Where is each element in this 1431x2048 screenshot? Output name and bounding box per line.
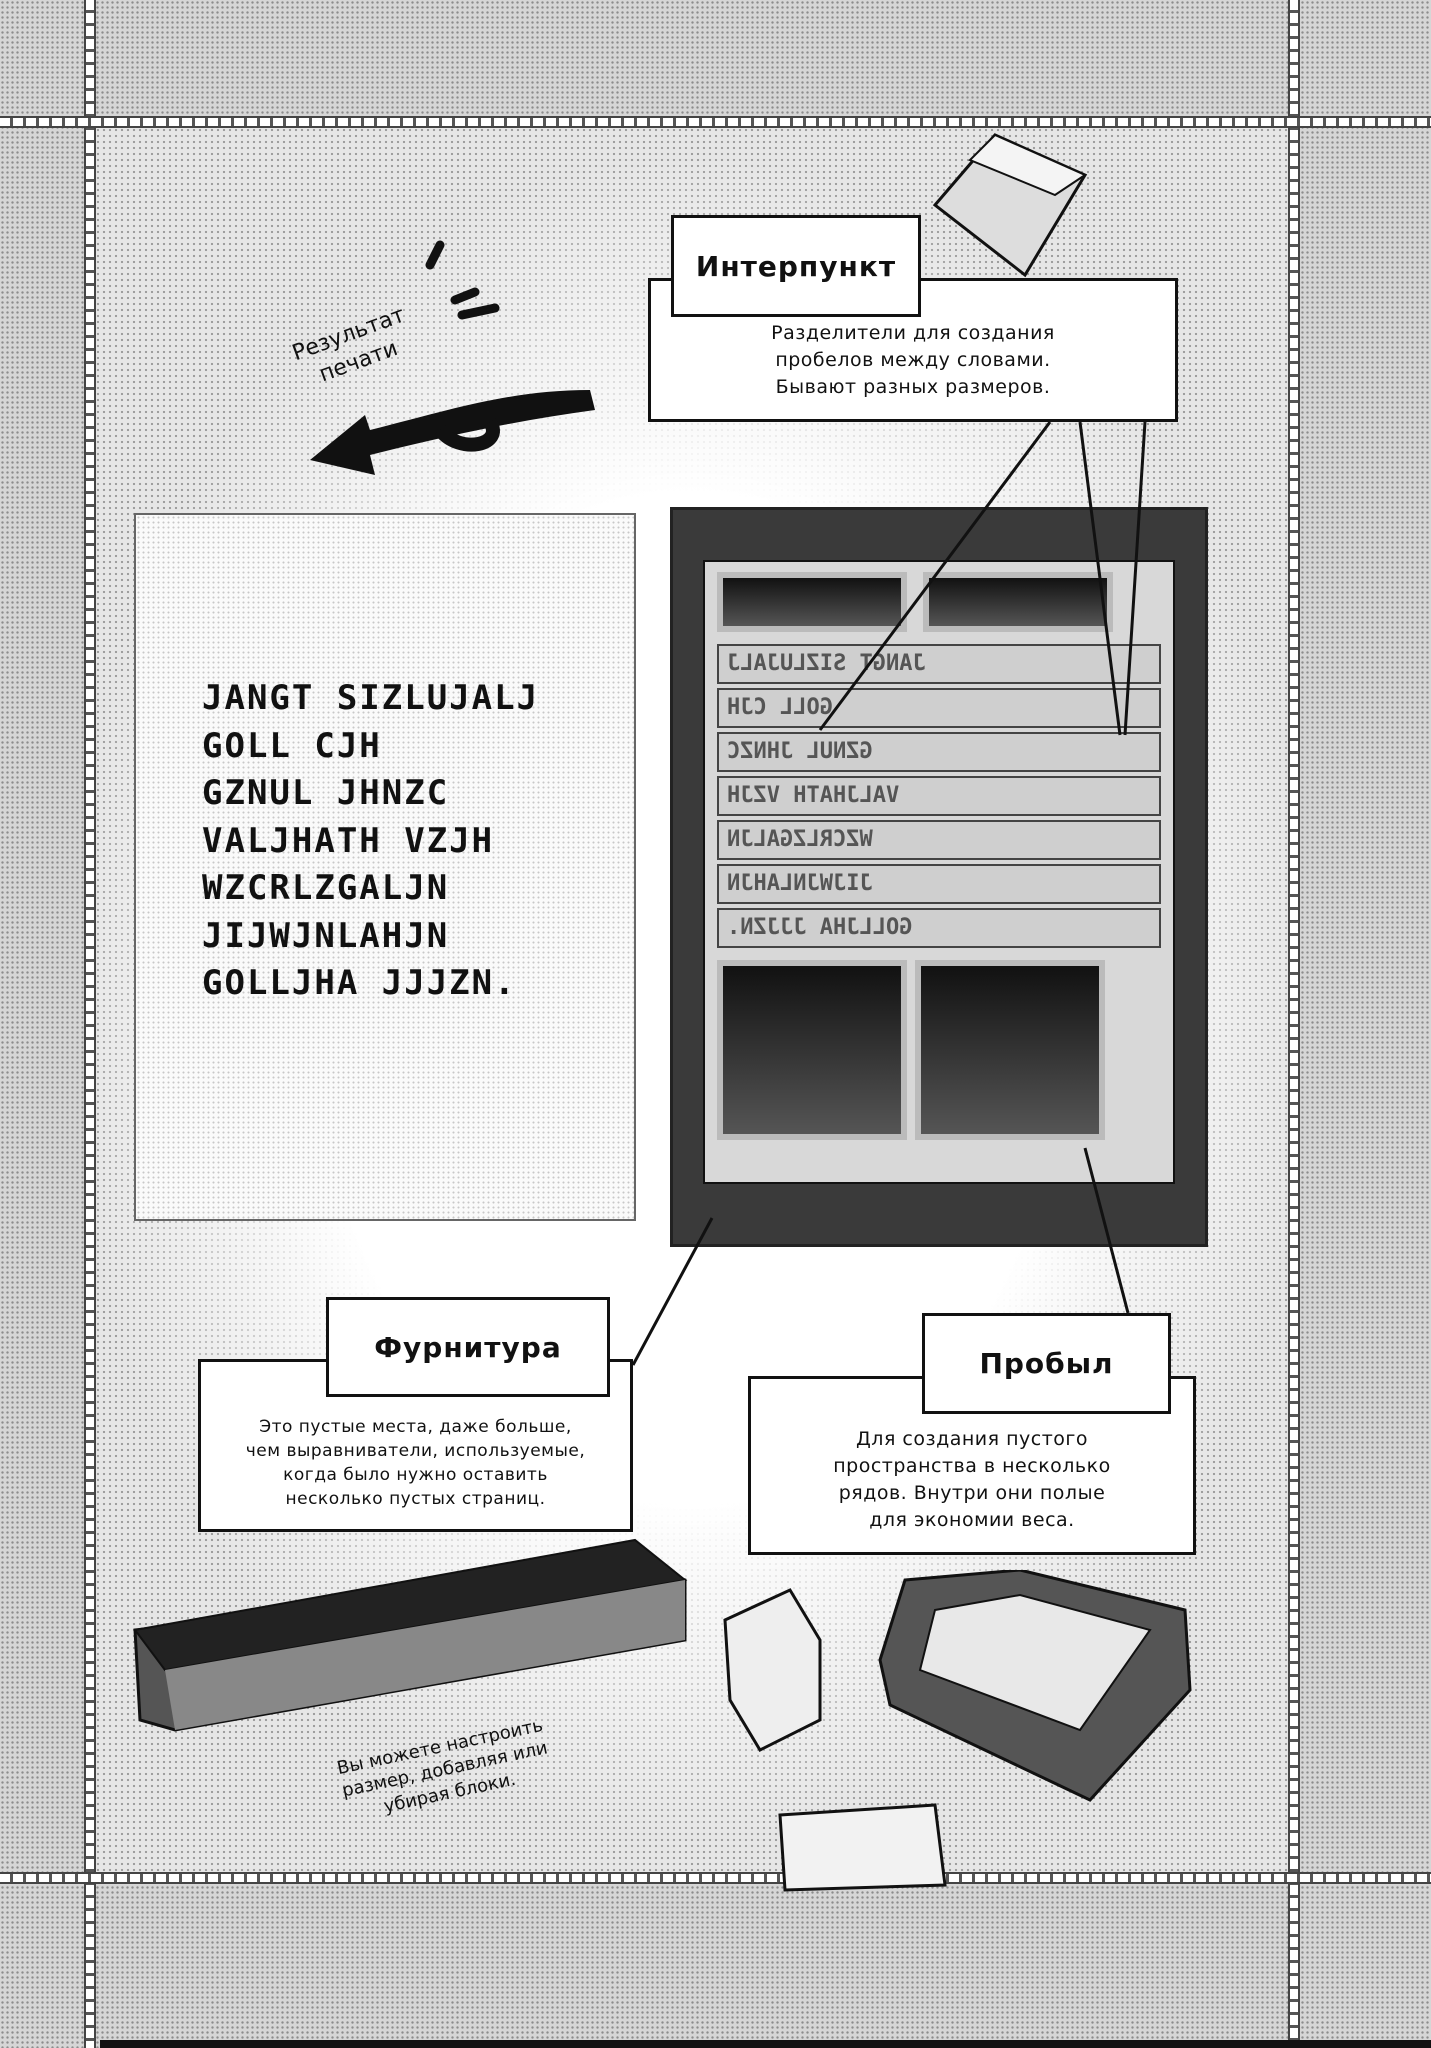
- quad-blocks-illustration: [723, 1570, 1192, 1892]
- printed-result-panel: JANGT SIZLUJALJ GOLL CJH GZNUL JHNZC VALJHA…: [134, 513, 636, 1221]
- stitch-border-bottom: [0, 1872, 1431, 1884]
- glyph-line: JANGT SIZLUJALJ: [202, 678, 540, 718]
- interpunct-slot: [923, 572, 1113, 632]
- furniture-title: Фурнитура: [326, 1297, 610, 1397]
- furniture-bar-illustration: [133, 1538, 688, 1732]
- arrow-icon: [310, 240, 595, 475]
- glyph-line: GOLL CJH: [202, 725, 382, 766]
- stitch-border-right: [1288, 0, 1300, 2048]
- type-case-illustration: JANGT SIZLUJALJ GOLL CJH GZNUL JHNZC VAL…: [670, 507, 1208, 1247]
- quad-slot: [915, 960, 1105, 1140]
- glyph-line: GOLLJHA JJJZN.: [202, 963, 517, 1003]
- type-case-frame: JANGT SIZLUJALJ GOLL CJH GZNUL JHNZC VAL…: [703, 560, 1175, 1184]
- quad-slot: [717, 960, 907, 1140]
- interpunct-slot: [717, 572, 907, 632]
- interpunct-block-illustration: [932, 133, 1088, 278]
- stitch-border-left: [84, 0, 96, 2048]
- printed-glyph-lines: JANGT SIZLUJALJ GOLL CJH GZNUL JHNZC VALJHA…: [202, 675, 539, 1008]
- stitch-border-top: [0, 116, 1431, 128]
- interpunct-title: Интерпункт: [671, 215, 921, 317]
- glyph-line: VALJHATH VZJH: [202, 820, 495, 861]
- glyph-line: GZNUL JHNZC: [202, 773, 450, 813]
- quad-title: Пробыл: [922, 1313, 1171, 1414]
- glyph-line: WZCRLZGALJN: [202, 868, 450, 908]
- glyph-line: JIJWJNLAHJN: [202, 915, 450, 956]
- bottom-strip: [100, 2040, 1431, 2048]
